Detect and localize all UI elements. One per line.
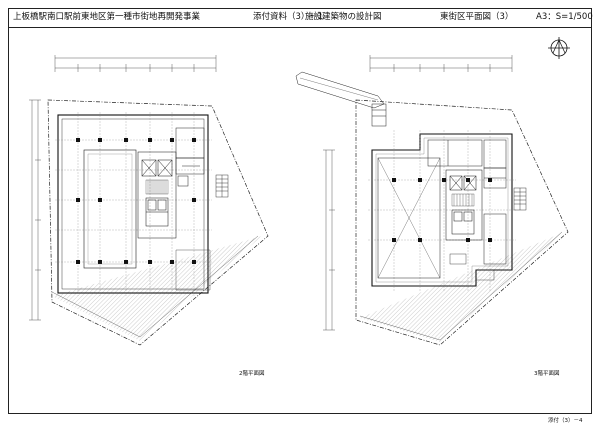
pedestrian-deck-3f <box>295 71 387 127</box>
attachment-label: 添付資料（3）－1 <box>253 12 324 22</box>
column-grid-2f <box>55 112 212 296</box>
site-boundary-3f <box>355 99 569 346</box>
document-title: 施設建築物の設計図 <box>305 12 382 22</box>
plan-caption-3f: 3階平面図 <box>534 371 560 377</box>
sheet-border <box>8 8 592 414</box>
north-arrow-icon <box>548 37 570 59</box>
page-number: 添付（3）－4 <box>548 418 583 424</box>
project-title: 上板橋駅南口駅前東地区第一種市街地再開発事業 <box>13 12 201 22</box>
site-boundary-2f <box>47 99 269 346</box>
building-core-3f <box>445 169 483 241</box>
plan-title: 東街区平面図（3） <box>440 12 514 22</box>
dimension-lines-3f <box>323 55 513 331</box>
plan-caption-2f: 2階平面図 <box>239 371 265 377</box>
dimension-lines-2f <box>29 55 217 321</box>
scale-label: A3：S=1/500 <box>536 12 593 22</box>
floor-plan-3f <box>295 55 569 346</box>
building-core-2f <box>137 151 177 239</box>
floor-plan-2f <box>29 55 269 346</box>
title-bar <box>8 8 592 28</box>
